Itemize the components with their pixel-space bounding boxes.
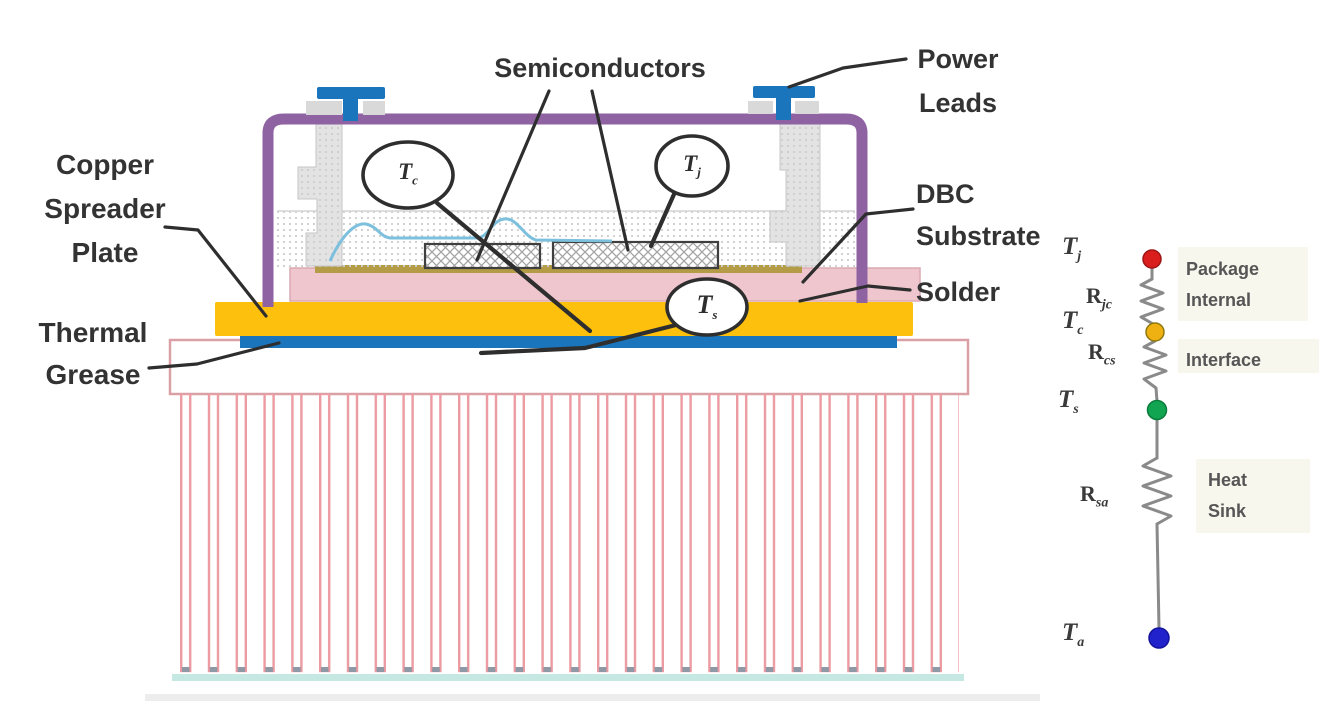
callout-tc-text: Tc [398,159,418,188]
circuit-label-tc: Tc [1062,307,1084,338]
heatsink-bottom-glow [172,674,964,681]
callout-tj-bubble [654,134,730,198]
circuit-label-heat-sink: Heat Sink [1208,465,1247,527]
label-copper-spreader-plate: Copper Spreader Plate [30,143,180,275]
wire-rsa-ta [1155,522,1161,630]
package-line1: Package [1186,259,1260,279]
thermal-grease-layer [240,335,897,348]
leader-solder [798,284,912,303]
terminal-standoff-right [769,120,821,267]
page-bottom-edge [145,694,1040,701]
callout-ts-bubble [665,277,749,337]
node-tc [1145,322,1165,342]
callouts [361,134,749,356]
leader-copper-plate [163,225,268,318]
label-thermal-grease-line1: Thermal [38,317,148,348]
module-case [262,113,868,307]
label-semiconductors: Semiconductors [494,53,706,83]
resistor-rsa [1141,456,1173,526]
label-copper-line3: Plate [71,237,139,268]
leader-semiconductors-left [475,89,551,262]
label-copper-line2: Spreader [44,193,166,224]
circuit-label-rsa: Rsa [1080,481,1109,511]
leader-power-leads [787,57,908,89]
node-ts [1146,399,1168,421]
label-dbc-line1: DBC [916,179,975,209]
semiconductor-die-right [551,240,720,270]
semiconductor-die-left [423,242,542,270]
circuit-label-ts: Ts [1058,386,1079,417]
circuit-label-interface: Interface [1186,350,1262,370]
circuit-label-rjc: Rjc [1086,283,1112,313]
label-thermal-grease-line2: Grease [45,359,141,390]
circuit-label-package-internal: Package Internal [1186,254,1259,316]
leader-semiconductors-right [590,89,630,252]
terminal-standoff-left [297,120,343,267]
leader-lines [147,57,915,370]
circuit-label-tj: Tj [1062,233,1082,264]
label-dbc-line2: Substrate [916,221,1041,251]
package-line2: Internal [1186,290,1252,310]
callout-ts-text: Ts [696,290,718,323]
label-solder: Solder [916,277,1001,307]
callout-ts-tail [478,322,679,356]
callout-tc-bubble [361,140,455,210]
heat-sink-box [1196,459,1310,533]
label-power-leads-line1: Power [917,44,999,74]
power-lead-right [753,86,815,120]
label-dbc-substrate: DBC Substrate [916,173,1041,257]
label-power-leads: Power Leads [893,37,1023,125]
resistor-rjc [1139,277,1165,326]
node-ta [1148,627,1170,649]
resistor-rcs [1142,339,1168,403]
leader-thermal-grease [147,341,281,370]
heat-sink-line2: Sink [1208,501,1247,521]
callout-tj-text: Tj [683,151,701,180]
interface-box [1178,339,1319,373]
leader-dbc-substrate [801,207,915,284]
power-lead-left [317,87,385,121]
circuit-label-ta: Ta [1062,619,1085,650]
label-power-leads-line2: Leads [918,88,998,118]
heatsink-fins [180,394,959,676]
label-copper-line1: Copper [56,149,154,180]
node-tj [1142,249,1162,269]
circuit-label-rcs: Rcs [1088,339,1116,369]
lead-mount-blocks [306,101,819,115]
callout-tc-tail [434,200,593,334]
label-thermal-grease: Thermal Grease [18,312,168,396]
thermal-circuit [1139,247,1319,649]
package-internal-box [1178,247,1308,321]
callout-tj-tail [648,189,678,249]
heat-sink-line1: Heat [1208,470,1248,490]
